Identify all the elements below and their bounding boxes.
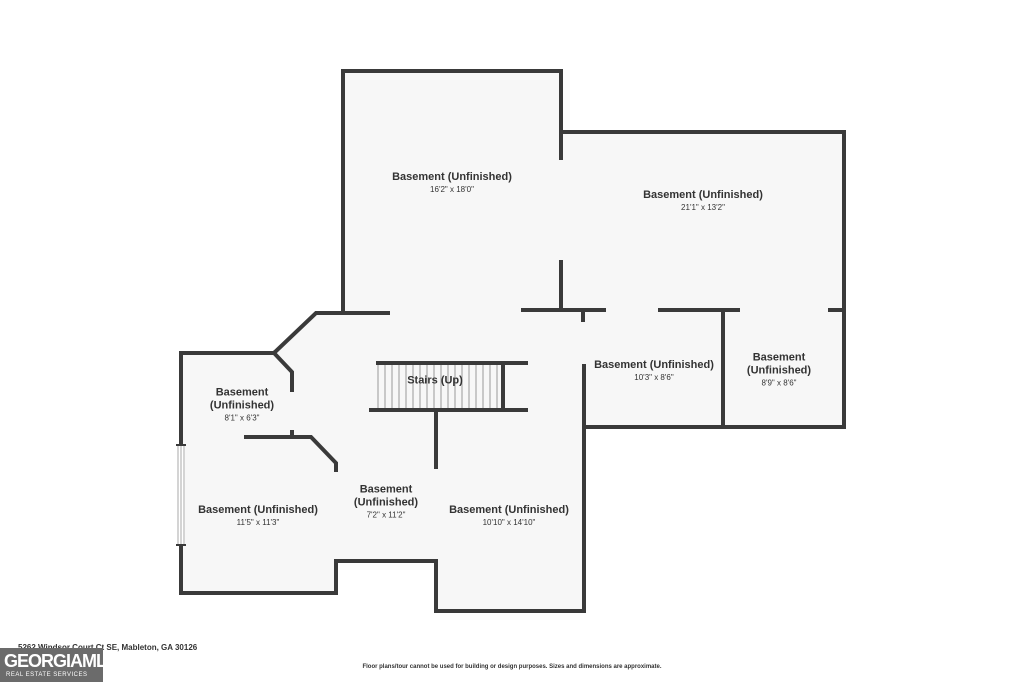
- room-label-basement-4: Basement (Unfinished) 8'9" x 8'6": [739, 352, 819, 389]
- room-dims: 21'1" x 13'2": [681, 203, 725, 212]
- address-text: 5262 Windsor Court Ct SE, Mableton, GA 3…: [18, 643, 198, 652]
- room-dims: 7'2" x 11'2": [366, 510, 406, 520]
- room-dims: 10'3" x 8'6": [634, 373, 674, 382]
- georgiamls-logo: GEORGIAMLS REAL ESTATE SERVICES: [0, 648, 118, 682]
- room-name: Basement (Unfinished): [643, 189, 763, 201]
- room-name: Stairs (Up): [407, 374, 463, 387]
- stair-treads: [377, 365, 498, 408]
- room-label-basement-7: Basement (Unfinished) 7'2" x 11'2": [346, 484, 426, 521]
- room-name: Basement (Unfinished): [353, 483, 419, 509]
- outer-wall-top: [341, 69, 563, 312]
- wall-i: [244, 435, 338, 472]
- room-label-basement-1: Basement (Unfinished) 16'2" x 18'0": [392, 171, 512, 195]
- room-label-basement-6: Basement (Unfinished) 11'5" x 11'3": [198, 504, 318, 528]
- sliding-door: [176, 444, 186, 546]
- room-dims: 8'9" x 8'6": [761, 378, 797, 388]
- wall-g: [271, 350, 294, 392]
- floor-area: [181, 71, 844, 611]
- room-name: Basement (Unfinished): [392, 171, 512, 183]
- room-dims: 11'5" x 11'3": [236, 518, 280, 527]
- logo-sub-text: REAL ESTATE SERVICES: [6, 672, 88, 678]
- room-label-basement-3: Basement (Unfinished) 10'3" x 8'6": [594, 359, 714, 383]
- room-name: Basement (Unfinished): [594, 359, 714, 371]
- room-name: Basement (Unfinished): [209, 386, 275, 412]
- stairs-wall: [369, 361, 528, 412]
- logo-main-text: GEORGIAMLS: [4, 651, 118, 671]
- outer-wall-south: [179, 311, 586, 613]
- room-label-basement-2: Basement (Unfinished) 21'1" x 13'2": [643, 189, 763, 213]
- outer-wall-east: [559, 130, 846, 429]
- room-dims: 10'10" x 14'10": [482, 518, 536, 527]
- room-name: Basement (Unfinished): [449, 504, 569, 516]
- room-label-basement-5: Basement (Unfinished) 8'1" x 6'3": [202, 387, 282, 424]
- walls: [179, 69, 846, 613]
- room-label-basement-8: Basement (Unfinished) 10'10" x 14'10": [449, 504, 569, 528]
- room-label-stairs: Stairs (Up): [407, 375, 463, 388]
- room-name: Basement (Unfinished): [746, 351, 812, 377]
- room-name: Basement (Unfinished): [198, 504, 318, 516]
- room-dims: 8'1" x 6'3": [224, 413, 260, 423]
- disclaimer-text: Floor plans/tour cannot be used for buil…: [362, 664, 662, 670]
- room-dims: 16'2" x 18'0": [430, 185, 474, 194]
